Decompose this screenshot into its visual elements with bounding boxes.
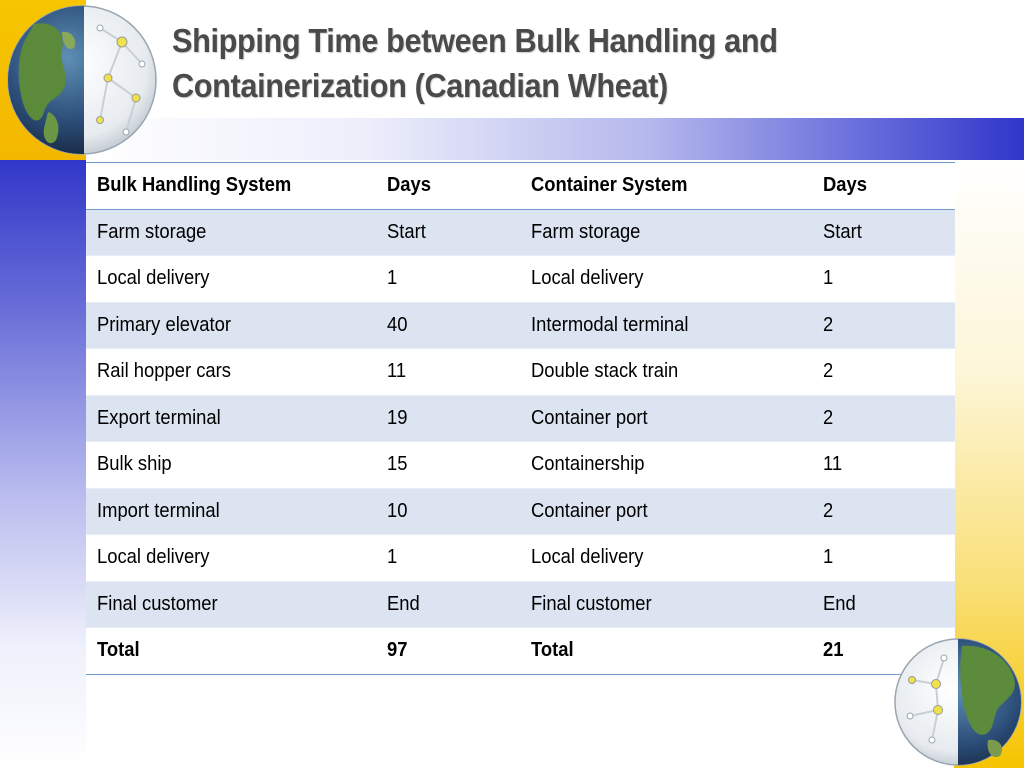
table-row: Local delivery 1 Local delivery 1 [86,255,955,303]
total-days-bulk: 97 [376,627,520,675]
table-cell: 11 [812,441,955,489]
table-cell: Intermodal terminal [520,302,812,349]
table-row: Farm storage Start Farm storage Start [86,209,955,256]
table-cell: Local delivery [520,534,812,582]
table-cell: 2 [812,488,955,535]
table-cell: 1 [376,255,520,303]
table-row: Local delivery 1 Local delivery 1 [86,534,955,582]
table-row: Primary elevator 40 Intermodal terminal … [86,302,955,349]
table-cell: Container port [520,488,812,535]
table-cell: 1 [812,534,955,582]
table-cell: Final customer [86,581,376,628]
table-row: Bulk ship 15 Containership 11 [86,441,955,489]
table-cell: Import terminal [86,488,376,535]
table-total-row: Total 97 Total 21 [86,627,955,675]
table-cell: Farm storage [86,209,376,256]
table-cell: 40 [376,302,520,349]
table-cell: 15 [376,441,520,489]
table-cell: 10 [376,488,520,535]
table-cell: Primary elevator [86,302,376,349]
globe-network-icon [7,5,157,155]
header-container-days: Days [812,162,955,210]
header-container-system: Container System [520,162,812,210]
table-cell: 2 [812,302,955,349]
table-cell: End [812,581,955,628]
table-header-row: Bulk Handling System Days Container Syst… [86,162,955,210]
slide-title: Shipping Time between Bulk Handling and … [172,22,778,104]
table-cell: Local delivery [86,534,376,582]
table-row: Rail hopper cars 11 Double stack train 2 [86,348,955,396]
table-cell: 2 [812,395,955,442]
table-cell: Rail hopper cars [86,348,376,396]
table-cell: Start [812,209,955,256]
title-underline-band [86,118,1024,160]
table-cell: Local delivery [86,255,376,303]
table-cell: Container port [520,395,812,442]
header-bulk-days: Days [376,162,520,210]
table-row: Import terminal 10 Container port 2 [86,488,955,535]
table-cell: Bulk ship [86,441,376,489]
table-cell: Double stack train [520,348,812,396]
table-row: Export terminal 19 Container port 2 [86,395,955,442]
table-cell: 11 [376,348,520,396]
total-label-container: Total [520,627,812,675]
table-cell: Export terminal [86,395,376,442]
table-cell: 1 [376,534,520,582]
table-row: Final customer End Final customer End [86,581,955,628]
globe-network-icon [894,638,1022,766]
table-cell: 2 [812,348,955,396]
table-cell: Farm storage [520,209,812,256]
header-bulk-system: Bulk Handling System [86,162,376,210]
table-cell: Local delivery [520,255,812,303]
shipping-time-table: Bulk Handling System Days Container Syst… [86,162,955,675]
table-cell: 19 [376,395,520,442]
table-cell: Start [376,209,520,256]
table-cell: 1 [812,255,955,303]
table-cell: Final customer [520,581,812,628]
total-label-bulk: Total [86,627,376,675]
table-cell: End [376,581,520,628]
left-gradient-band [0,160,86,768]
table-cell: Containership [520,441,812,489]
